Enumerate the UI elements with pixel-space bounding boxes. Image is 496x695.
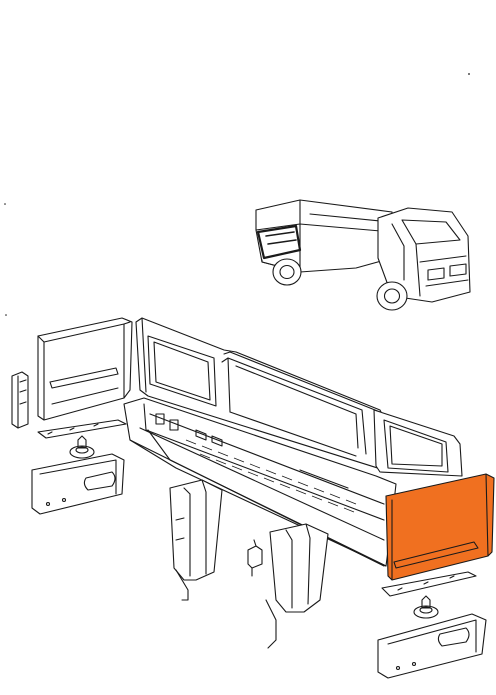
right-wheel-arch-cover <box>377 613 487 679</box>
rear-right-side-panel <box>385 473 495 581</box>
center-vertical-support <box>265 523 329 649</box>
right-window-panel <box>373 409 463 477</box>
vehicle-locator-illustration <box>255 199 471 311</box>
left-mount-cup <box>69 435 95 459</box>
speck <box>5 314 7 316</box>
speck <box>468 73 470 75</box>
bed-locator-outline <box>256 224 302 260</box>
rear-wheel <box>272 258 302 286</box>
left-vertical-bracket <box>11 371 29 429</box>
left-floor-strip <box>37 419 127 439</box>
left-side-panel <box>37 317 133 421</box>
left-front-support <box>169 479 223 601</box>
speck <box>4 203 6 205</box>
right-floor-strip <box>381 571 477 597</box>
bed-floor-panel <box>123 397 397 567</box>
headlight <box>427 267 445 281</box>
cargo-bed <box>255 199 393 273</box>
small-connector-bracket <box>247 539 263 577</box>
left-wheel-arch-cover <box>31 453 125 515</box>
right-mount-cup <box>413 595 439 619</box>
front-wheel <box>376 281 408 311</box>
windshield <box>401 219 461 245</box>
